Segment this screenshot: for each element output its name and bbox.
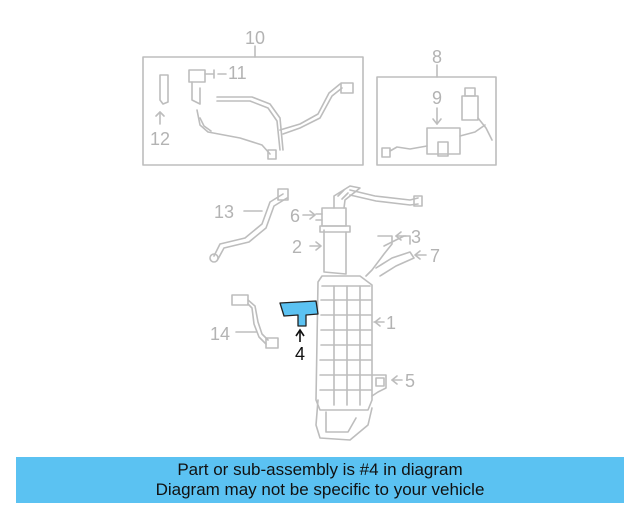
callout-7: 7 xyxy=(430,246,440,266)
part-11-sensor xyxy=(188,69,227,105)
info-banner: Part or sub-assembly is #4 in diagram Di… xyxy=(16,457,624,503)
part-7-bracket xyxy=(375,250,427,277)
subassembly-10-harness xyxy=(196,82,354,160)
callout-12: 12 xyxy=(150,129,170,149)
callout-1: 1 xyxy=(386,313,396,333)
callout-14: 14 xyxy=(210,324,230,344)
callout-8: 8 xyxy=(432,47,442,67)
part-5-bracket xyxy=(371,374,403,397)
part-2-neck xyxy=(309,225,351,275)
callout-2: 2 xyxy=(292,237,302,257)
subassembly-10-box xyxy=(142,45,364,166)
subassembly-8-box xyxy=(376,64,497,166)
callout-10: 10 xyxy=(245,28,265,48)
callout-6: 6 xyxy=(290,206,300,226)
part-4-highlighted[interactable] xyxy=(279,300,319,342)
callout-3: 3 xyxy=(411,227,421,247)
callout-11: 11 xyxy=(228,63,247,83)
part-9-valve xyxy=(381,87,493,158)
part-14-harness xyxy=(231,294,279,349)
part-13-hose xyxy=(209,188,289,263)
banner-line-2: Diagram may not be specific to your vehi… xyxy=(155,480,485,499)
part-1-canister xyxy=(315,275,385,441)
callout-5: 5 xyxy=(405,371,415,391)
callout-4: 4 xyxy=(295,344,305,364)
callout-13: 13 xyxy=(214,202,234,222)
part-6-cap xyxy=(302,185,423,227)
part-3-bracket xyxy=(365,231,411,277)
banner-line-1: Part or sub-assembly is #4 in diagram xyxy=(177,460,463,479)
callout-9: 9 xyxy=(432,88,442,108)
part-12-bracket xyxy=(155,74,169,125)
